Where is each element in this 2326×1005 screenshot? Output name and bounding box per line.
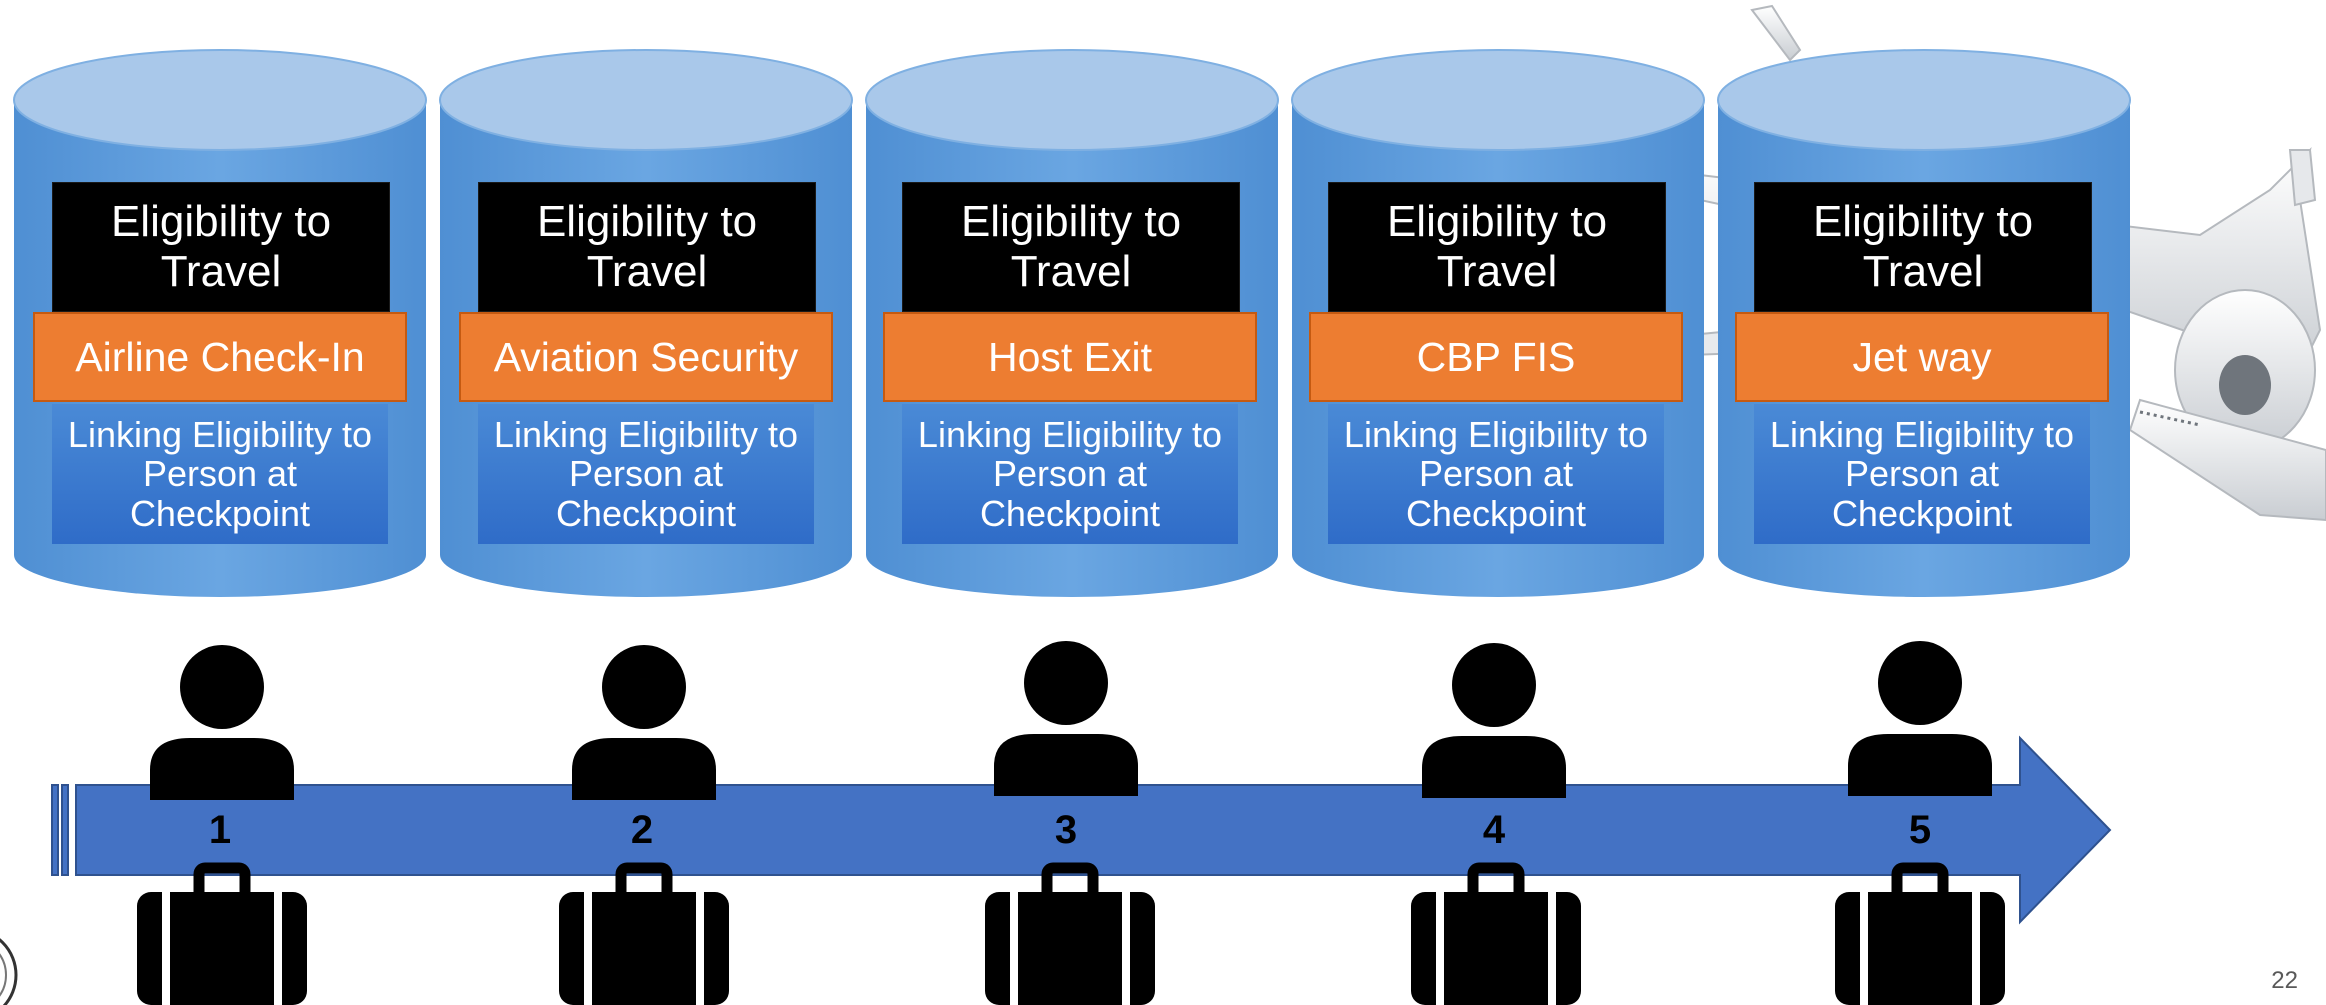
- stage-3-header: Eligibility to Travel: [902, 182, 1240, 312]
- stage-4-detail: Linking Eligibility to Person at Checkpo…: [1328, 404, 1664, 544]
- stage-5-name: Jet way: [1735, 312, 2109, 402]
- step-number-4: 4: [1482, 808, 1506, 852]
- person-icon-4: [1422, 643, 1566, 798]
- stage-1-header: Eligibility to Travel: [52, 182, 390, 312]
- stage-4-name: CBP FIS: [1309, 312, 1683, 402]
- page-number: 22: [2271, 967, 2298, 994]
- seal-icon: [0, 938, 18, 1005]
- stage-2-detail: Linking Eligibility to Person at Checkpo…: [478, 404, 814, 544]
- suitcase-icon-4: [1411, 862, 1581, 1005]
- stage-3-detail: Linking Eligibility to Person at Checkpo…: [902, 404, 1238, 544]
- suitcase-icon-1: [137, 862, 307, 1005]
- suitcase-icon-5: [1835, 862, 2005, 1005]
- person-icon-1: [150, 645, 294, 800]
- step-number-2: 2: [630, 808, 654, 852]
- person-icon-5: [1848, 641, 1992, 796]
- stage-5-header: Eligibility to Travel: [1754, 182, 2092, 312]
- suitcase-icon-2: [559, 862, 729, 1005]
- stage-5-detail: Linking Eligibility to Person at Checkpo…: [1754, 404, 2090, 544]
- stage-1-detail: Linking Eligibility to Person at Checkpo…: [52, 404, 388, 544]
- suitcase-icon-3: [985, 862, 1155, 1005]
- stage-4-header: Eligibility to Travel: [1328, 182, 1666, 312]
- stage-2-name: Aviation Security: [459, 312, 833, 402]
- step-number-1: 1: [208, 808, 232, 852]
- stage-1-name: Airline Check-In: [33, 312, 407, 402]
- step-number-5: 5: [1908, 808, 1932, 852]
- person-icon-3: [994, 641, 1138, 796]
- stage-2-header: Eligibility to Travel: [478, 182, 816, 312]
- step-number-3: 3: [1054, 808, 1078, 852]
- person-icon-2: [572, 645, 716, 800]
- flow-arrow: [51, 735, 2112, 925]
- stage-3-name: Host Exit: [883, 312, 1257, 402]
